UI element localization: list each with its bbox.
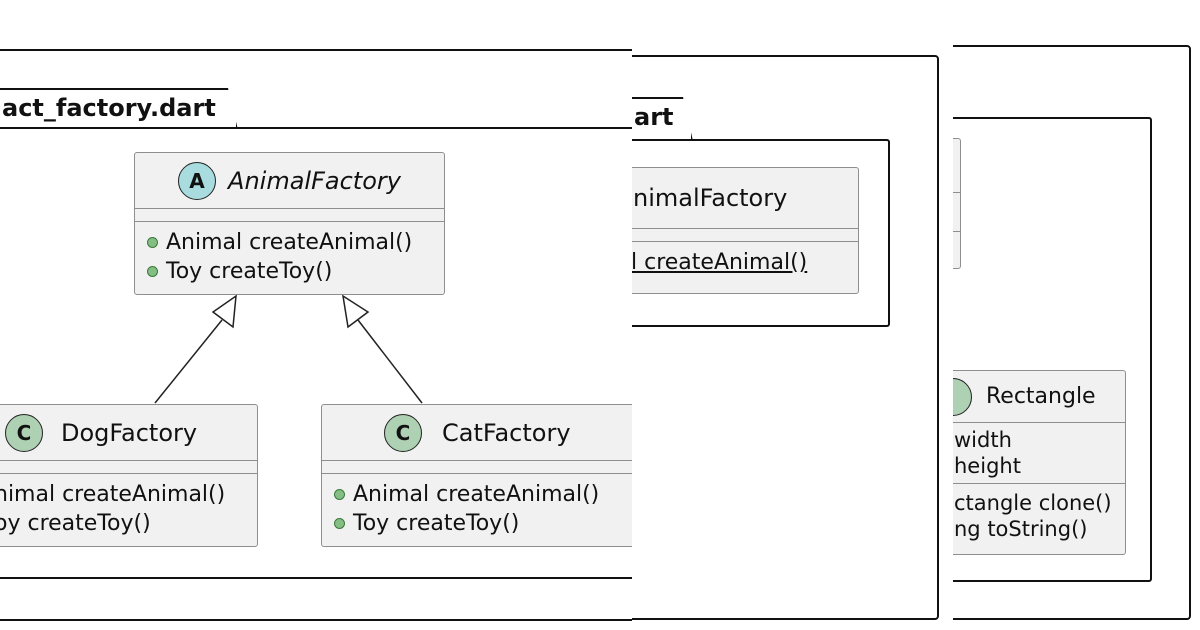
attributes-compartment (632, 229, 858, 241)
package-label: act_factory.dart (2, 94, 216, 122)
class-cat-factory: C CatFactory Animal createAnimal() Toy c… (321, 404, 632, 547)
class-header: nimalFactory (632, 168, 858, 228)
outer-frame (0, 49, 632, 621)
method-row: nimal createAnimal() (0, 482, 226, 507)
class-icon: C (384, 413, 422, 452)
inheritance-arrows (154, 294, 423, 404)
diagram-panel-prototype: Rectangle width height ctangle clone() n… (953, 0, 1200, 630)
class-animal-factory: A AnimalFactory Animal createAnimal() To… (134, 152, 445, 295)
class-dog-factory: C DogFactory nimal createAnimal() oy cre… (0, 404, 258, 547)
method-row: Toy createToy() (334, 509, 632, 538)
class-icon (953, 377, 972, 416)
outer-frame (953, 45, 1191, 620)
methods-compartment: ctangle clone() ng toString() (954, 491, 1112, 541)
diagram-panel-static-factory: art nimalFactory l createAnimal() (632, 0, 953, 630)
class-partial-hidden (953, 138, 961, 269)
class-header: C DogFactory (0, 405, 257, 460)
dog-inheritance-arrowhead (211, 294, 237, 329)
attributes-compartment (0, 461, 257, 473)
package-tab: art (632, 97, 693, 141)
public-method-icon (334, 489, 345, 500)
attributes-compartment (322, 461, 632, 473)
class-header: Rectangle (953, 371, 1125, 422)
abstract-class-icon: A (178, 161, 217, 200)
package-label: art (634, 103, 674, 131)
public-method-icon (147, 237, 158, 248)
static-method-row: l createAnimal() (632, 250, 808, 275)
attributes-compartment (135, 209, 444, 221)
fields-compartment: width height (954, 428, 1021, 478)
methods-compartment: nimal createAnimal() oy createToy() (0, 474, 257, 544)
method-row: Toy createToy() (147, 257, 434, 286)
class-name: Rectangle (986, 384, 1096, 409)
methods-compartment: Animal createAnimal() Toy createToy() (135, 222, 444, 292)
class-name: AnimalFactory (228, 166, 401, 195)
class-rectangle: Rectangle width height ctangle clone() n… (953, 370, 1126, 555)
class-header: C CatFactory (322, 405, 632, 460)
method-row: oy createToy() (0, 511, 151, 536)
methods-compartment: l createAnimal() (632, 242, 858, 283)
public-method-icon (334, 518, 345, 529)
class-name: CatFactory (442, 418, 571, 447)
package-tab: act_factory.dart (0, 88, 238, 130)
method-row: Animal createAnimal() (147, 228, 434, 257)
class-animal-factory-static: nimalFactory l createAnimal() (632, 167, 859, 294)
class-header: A AnimalFactory (135, 153, 444, 208)
cat-inheritance-arrowhead (341, 294, 370, 329)
class-name: DogFactory (61, 418, 198, 447)
class-icon: C (5, 413, 43, 452)
method-row: Animal createAnimal() (334, 480, 632, 509)
cat-inherits-line (357, 319, 423, 404)
class-name: nimalFactory (633, 184, 788, 212)
dog-inherits-line (154, 319, 223, 404)
outer-frame (632, 55, 939, 620)
methods-compartment: Animal createAnimal() Toy createToy() (322, 474, 632, 544)
diagram-panel-abstract-factory: act_factory.dart A AnimalFactory Animal … (0, 49, 632, 621)
public-method-icon (147, 266, 158, 277)
